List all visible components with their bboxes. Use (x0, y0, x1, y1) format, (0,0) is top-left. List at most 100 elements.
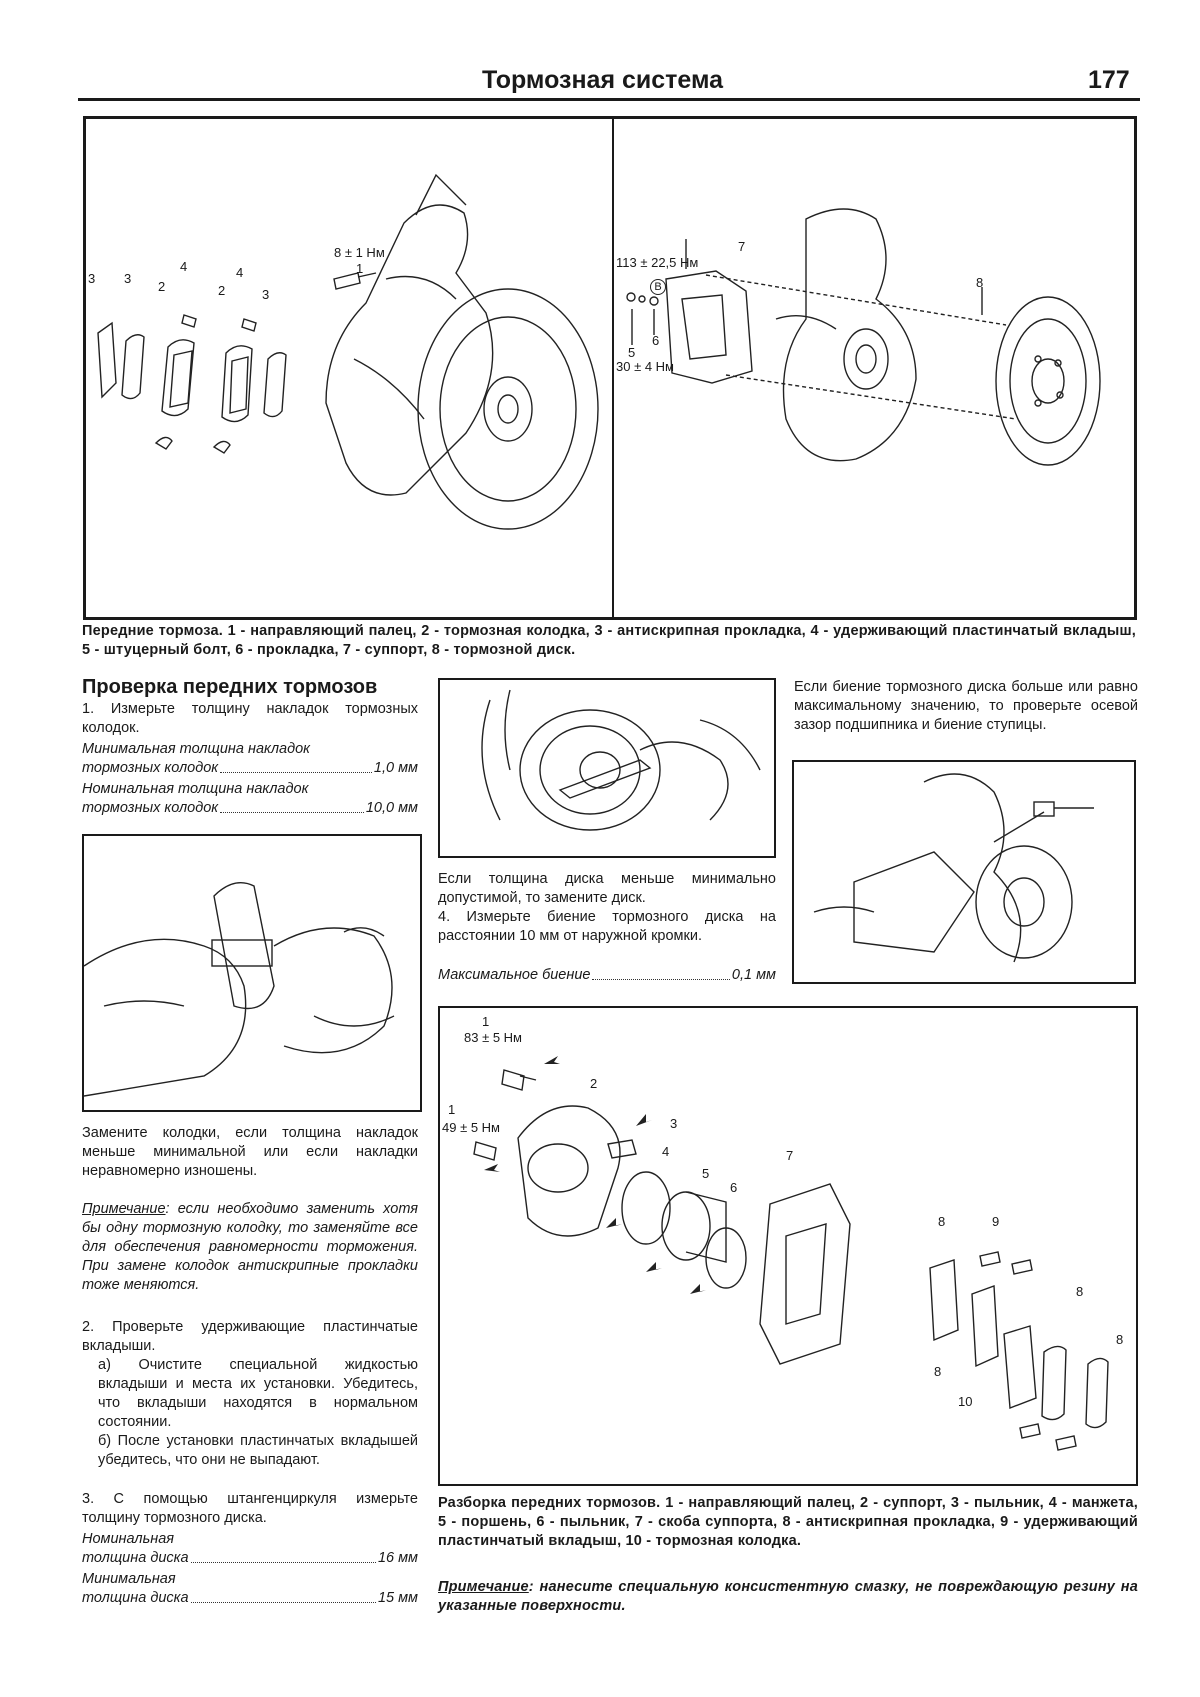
hub-disc (975, 845, 1073, 959)
caliper (517, 1105, 621, 1237)
disassembly-label-9: 9 (992, 1214, 1000, 1229)
spec-nom-pads: Номинальная толщина накладок тормозных к… (82, 780, 418, 818)
clip-top-left (181, 314, 197, 328)
spec-runout: Максимальное биение 0,1 мм (438, 966, 776, 985)
note-text: : если необходимо заменить хотя бы одну … (82, 1201, 418, 1293)
spec-nom-label: Номинальная толщина накладок (82, 781, 309, 797)
disc-nom-label: Номинальная (82, 1531, 175, 1547)
disassembly-label-8b: 8 (1076, 1284, 1084, 1299)
disassembly-note: Примечание: нанесите специальную консист… (438, 1578, 1138, 1616)
label-num-8: 8 (976, 275, 984, 290)
disc-min-label-2: толщина диска (82, 1590, 189, 1606)
disassembly-note-text: : нанесите специальную консистентную сма… (438, 1579, 1138, 1614)
label-pad-2: 2 (218, 283, 226, 298)
shim-8d (1085, 1357, 1109, 1429)
front-brakes-figure: 3 3 2 4 4 2 3 8 ± 1 Нм 1 113 ± 22,5 Нм 7… (83, 116, 1137, 620)
shim-inner-left (121, 334, 145, 400)
disassembly-drawing (473, 1056, 1109, 1451)
caliper-right (665, 270, 753, 384)
disassembly-note-label: Примечание (438, 1579, 529, 1595)
runout-value: 0,1 мм (731, 967, 776, 983)
disc-measure-figure (438, 678, 776, 858)
brake-pad (213, 882, 275, 1010)
label-pin-number: 1 (356, 261, 364, 276)
label-pad-1: 2 (158, 279, 166, 294)
clip-9a (979, 1251, 1001, 1267)
pad-left (161, 339, 195, 417)
clip-bottom-right (212, 440, 231, 454)
disassembly-label-4: 4 (662, 1144, 670, 1159)
spec-disc-nom: Номинальная толщина диска 16 мм (82, 1530, 418, 1568)
note-label: Примечание (82, 1201, 166, 1217)
disassembly-torque-1: 83 ± 5 Нм (464, 1030, 522, 1045)
arrow-1 (544, 1056, 560, 1064)
shim-8b (971, 1285, 999, 1368)
runout-advice-text: Если биение тормозного диска больше или … (794, 679, 1138, 733)
step-1-text: 1. Измерьте толщину накладок тормозных к… (82, 701, 418, 736)
page-title: Тормозная система (482, 66, 724, 94)
header-rule (78, 98, 1140, 101)
clip-top-right (241, 318, 257, 332)
arrow-3 (636, 1114, 652, 1126)
step-4-text: 4. Измерьте биение тормозного диска на р… (438, 909, 776, 944)
disc-right (995, 296, 1101, 466)
pin-2 (473, 1141, 497, 1161)
step-2a-text: а) Очистите специальной жидкостью вклады… (98, 1357, 418, 1430)
boot-6 (705, 1227, 747, 1289)
disassembly-label-8a: 8 (938, 1214, 946, 1229)
label-num-b: B (650, 279, 666, 295)
spec-min-pads: Минимальная толщина накладок тормозных к… (82, 740, 418, 778)
page-number: 177 (1088, 66, 1130, 94)
disassembly-label-8d: 8 (1116, 1332, 1124, 1347)
label-clip-1: 4 (180, 259, 188, 274)
spec-min-value: 1,0 мм (373, 760, 418, 776)
label-num-7: 7 (738, 239, 746, 254)
clip-9d (1055, 1435, 1077, 1451)
label-caliper-torque: 113 ± 22,5 Нм (616, 255, 699, 270)
label-shim-1: 3 (88, 271, 96, 286)
step-2-text: 2. Проверьте удерживающие пластинчатые в… (82, 1319, 418, 1354)
clip-bottom-left (154, 436, 173, 450)
runout-label: Максимальное биение (438, 967, 591, 983)
hub-runout-figure (792, 760, 1136, 984)
arrow-6 (690, 1284, 706, 1294)
disc-min-label: Минимальная (82, 1571, 176, 1587)
label-bolt-torque: 30 ± 4 Нм (616, 359, 674, 374)
disc-left (417, 288, 599, 530)
spec-min-label-2: тормозных колодок (82, 760, 219, 776)
disassembly-caption: Разборка передних тормозов. 1 - направля… (438, 1495, 1138, 1549)
boot-3 (607, 1139, 637, 1159)
label-shim-2: 3 (124, 271, 132, 286)
label-num-5: 5 (628, 345, 636, 360)
disassembly-figure: 1 83 ± 5 Нм 2 1 49 ± 5 Нм 3 4 5 6 7 8 9 … (438, 1006, 1138, 1486)
shim-outer-left (97, 321, 117, 399)
shim-8a (929, 1259, 959, 1342)
disassembly-label-5: 5 (702, 1166, 710, 1181)
disc-measure-drawing (481, 689, 761, 831)
label-num-6: 6 (652, 333, 660, 348)
dial-indicator (1033, 801, 1055, 817)
pad-measure-drawing (84, 882, 395, 1097)
disc-min-value: 15 мм (377, 1590, 418, 1606)
disassembly-torque-2: 49 ± 5 Нм (442, 1120, 500, 1135)
hub-runout-drawing (813, 773, 1094, 963)
label-shim-3: 3 (262, 287, 270, 302)
shim-8c (1041, 1345, 1067, 1421)
spec-min-label: Минимальная толщина накладок (82, 741, 311, 757)
disc-nom-label-2: толщина диска (82, 1550, 189, 1566)
step-2b-text: б) После установки пластинчатых вкладыше… (98, 1433, 418, 1468)
arrow-2 (484, 1164, 500, 1172)
disassembly-label-3: 3 (670, 1116, 678, 1131)
disc-nom-value: 16 мм (377, 1550, 418, 1566)
knuckle-right (782, 208, 917, 462)
clip-9b (1011, 1259, 1033, 1275)
spec-nom-label-2: тормозных колодок (82, 800, 219, 816)
spec-disc-min: Минимальная толщина диска 15 мм (82, 1570, 418, 1608)
pad-10 (1003, 1325, 1037, 1409)
disassembly-label-1b: 1 (448, 1102, 456, 1117)
disassembly-label-1a: 1 (482, 1014, 490, 1029)
front-brakes-caption: Передние тормоза. 1 - направляющий палец… (82, 623, 1136, 658)
disassembly-label-10: 10 (958, 1394, 973, 1409)
disassembly-label-7: 7 (786, 1148, 794, 1163)
replace-pads-text: Замените колодки, если толщина накладок … (82, 1125, 418, 1179)
